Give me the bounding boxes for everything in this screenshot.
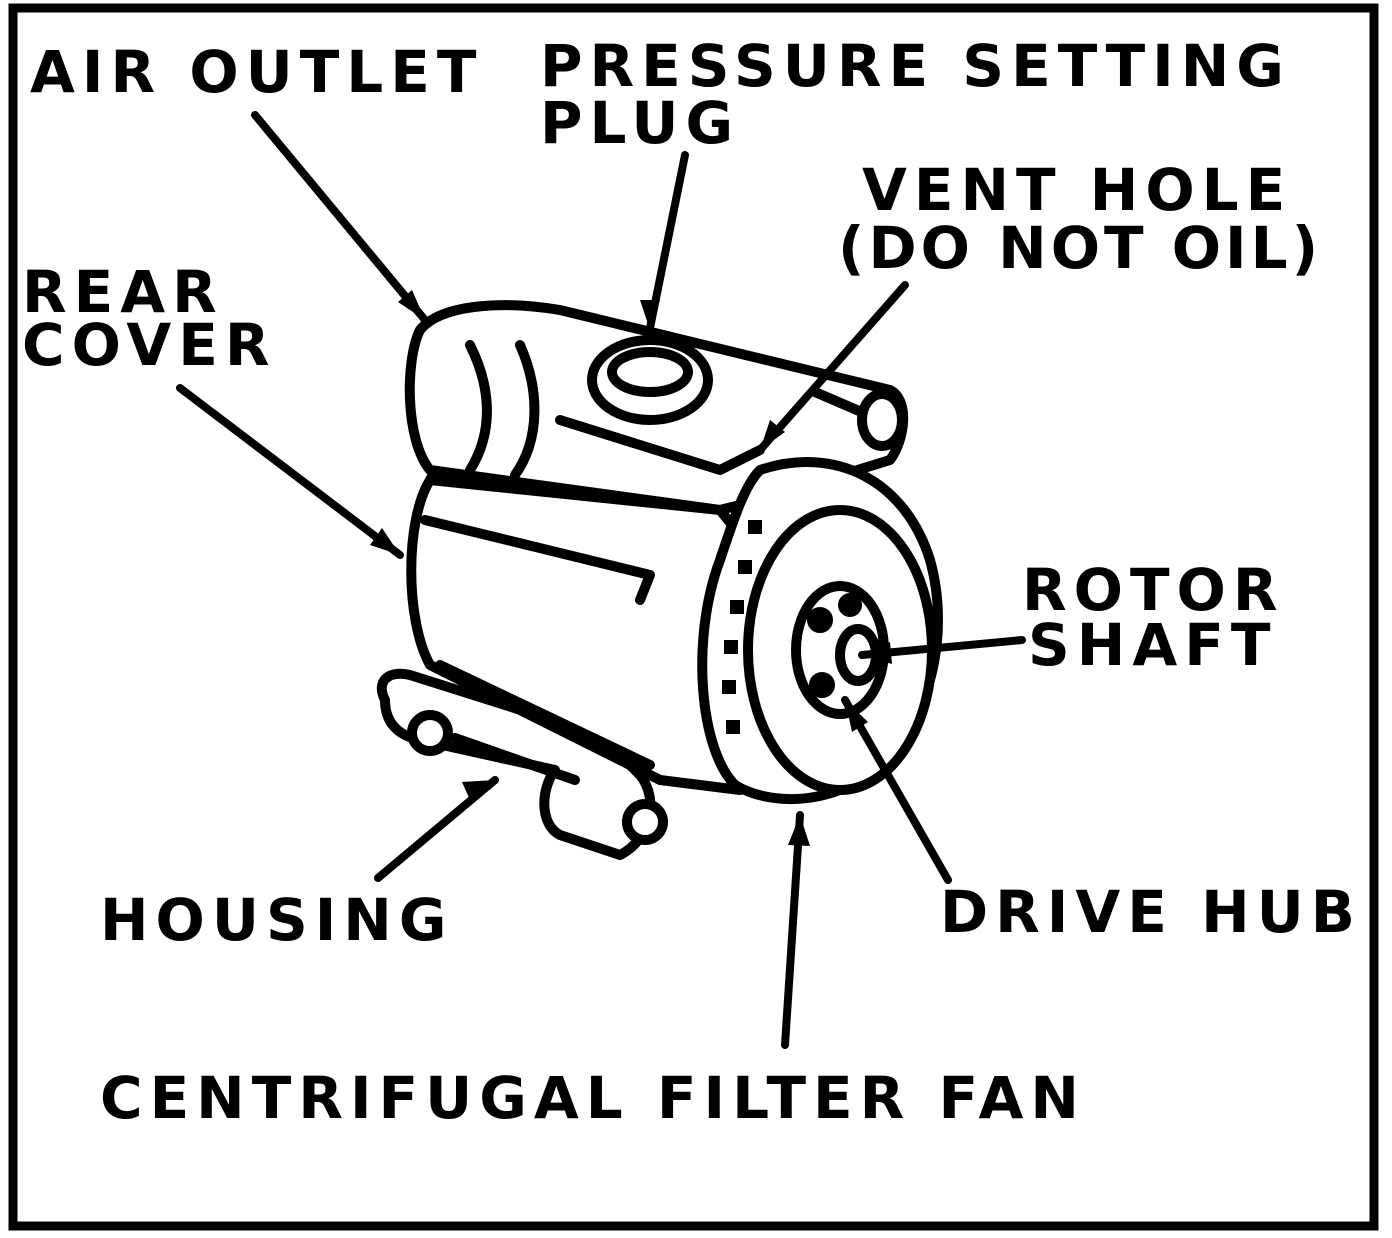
leader-drive-hub: [841, 696, 952, 884]
label-rotor-shaft-line1: ROTOR: [1022, 556, 1285, 624]
vent-boss: [857, 389, 907, 451]
label-rotor-shaft-line2: SHAFT: [1028, 611, 1278, 679]
leader-pressure-plug: [646, 151, 689, 332]
label-pressure-setting-plug-line2: PLUG: [540, 89, 741, 157]
label-rear-cover-line1: REAR: [22, 258, 224, 326]
leader-housing: [374, 776, 499, 882]
leader-rear-cover: [176, 384, 404, 559]
label-air-outlet: AIR OUTLET: [30, 38, 484, 106]
label-vent-hole-line2: (DO NOT OIL): [838, 214, 1323, 282]
leader-lines: [176, 111, 1026, 1049]
leader-vent-hole: [756, 281, 909, 454]
pressure-plug: [587, 335, 713, 425]
label-pressure-setting-plug-line1: PRESSURE SETTING: [540, 32, 1291, 100]
label-rear-cover-line2: COVER: [22, 311, 277, 379]
label-centrifugal-filter-fan: CENTRIFUGAL FILTER FAN: [100, 1064, 1086, 1132]
leader-air-outlet: [251, 111, 429, 324]
housing-body: [406, 475, 765, 795]
leader-arrowheads: [370, 290, 892, 846]
frame-border: [8, 3, 1379, 1231]
label-vent-hole-line1: VENT HOLE: [862, 156, 1293, 224]
drive-hub: [791, 581, 889, 719]
leader-filter-fan: [781, 811, 804, 1049]
label-drive-hub: DRIVE HUB: [940, 878, 1362, 946]
mounting-lugs: [376, 668, 668, 860]
label-housing: HOUSING: [100, 886, 454, 954]
fan-slots: [722, 520, 762, 734]
